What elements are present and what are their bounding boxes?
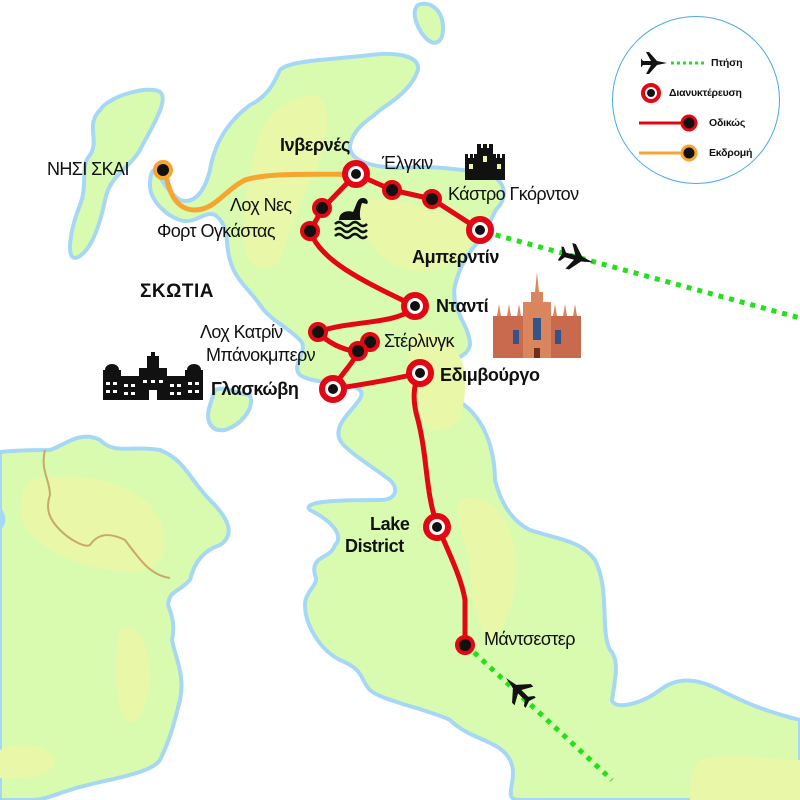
airplane-icon [557,243,594,270]
place-label-isle-of-skye: ΝΗΣΙ ΣΚΑΙ [47,159,129,179]
overnight-marker-edinburgh[interactable] [406,359,434,387]
cathedral-icon [493,272,581,358]
place-label-glasgow: Γλασκώβη [211,379,299,399]
excursion-route [162,167,358,213]
stop-marker-gordon-castle[interactable] [422,189,442,209]
airplane-flight-icon [641,52,705,74]
place-label-elgin: Έλγκιν [382,153,433,173]
place-label-manchester: Μάντσεστερ [484,629,575,649]
overnight-stop-icon [641,83,661,103]
overnight-marker-glasgow[interactable] [319,375,347,403]
legend-item-flight: Πτήση [613,51,779,75]
highland-shading [0,95,800,800]
stops [153,160,494,655]
place-label-lake-district-line1: Lake [370,514,410,534]
legend-item-overnight: Διανυκτέρευση [613,81,779,105]
place-label-bannockburn: Μπάνοκμπερν [206,345,316,365]
northern-islet [412,1,445,45]
stop-marker-elgin[interactable] [382,180,402,200]
legend-label-excursion: Εκδρομή [709,147,753,159]
place-label-loch-katrine: Λοχ Κατρίν [200,322,283,342]
legend-label-road: Οδικώς [709,117,746,129]
place-label-stirling: Στέρλινγκ [384,331,455,351]
overnight-marker-lake-district[interactable] [423,513,451,541]
place-label-gordon-castle: Κάστρο Γκόρντον [448,184,579,204]
ireland-north-bit [0,508,6,530]
region-label-scotland: ΣΚΩΤΙΑ [140,281,214,302]
overnight-marker-aberdeen[interactable] [466,216,494,244]
skye-island [68,87,165,260]
place-label-edinburgh: Εδιμβούργο [440,365,540,385]
west-peninsula [206,386,253,433]
legend-label-flight: Πτήση [711,57,743,69]
legend-item-excursion: Εκδρομή [613,141,779,165]
palace-icon [103,352,203,400]
road-route-icon [639,114,698,132]
stop-marker-loch-katrine[interactable] [308,322,328,342]
excursion-marker-skye[interactable] [153,160,173,180]
place-label-dundee: Νταντί [436,296,489,316]
place-label-aberdeen: Αμπερντίν [412,247,499,267]
stop-marker-bannockburn[interactable] [348,341,368,361]
legend-label-overnight: Διανυκτέρευση [669,87,742,99]
overnight-marker-dundee[interactable] [401,292,429,320]
border-line [42,449,171,579]
legend-item-road: Οδικώς [613,111,779,135]
place-label-fort-augustus: Φορτ Ογκάστας [157,221,276,241]
flight-routes [464,229,800,782]
loch-ness-monster-icon [334,198,368,240]
airplane-icon [506,678,536,708]
place-label-lake-district-line2: District [345,536,404,556]
overnight-marker-inverness[interactable] [342,160,370,188]
legend: Πτήση Διανυκτέρευση Οδικώς Εκδρομή [612,16,780,184]
excursion-route-icon [639,144,698,162]
stop-marker-loch-ness[interactable] [312,198,332,218]
place-label-loch-ness: Λοχ Νες [230,195,292,215]
place-label-inverness: Ινβερνές [280,135,350,155]
castle-icon [465,144,505,180]
stop-marker-fort-augustus[interactable] [300,221,320,241]
stop-marker-manchester[interactable] [455,635,475,655]
